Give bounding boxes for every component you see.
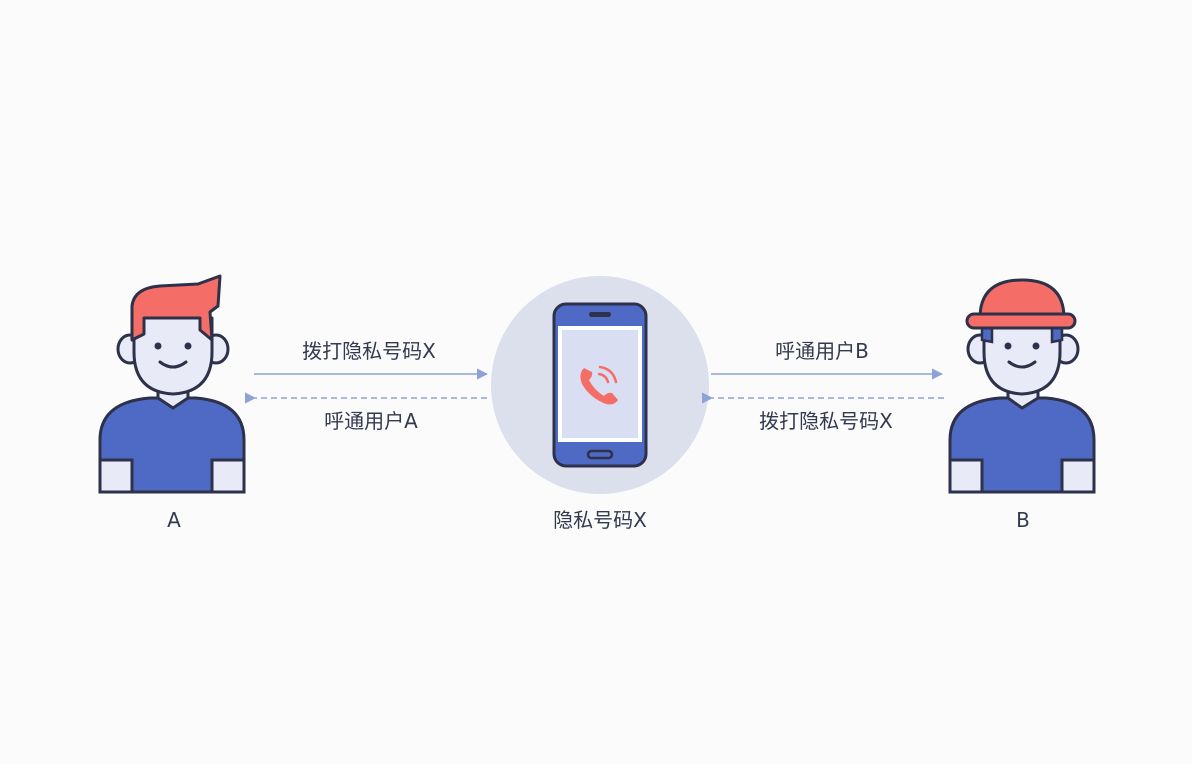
right-bottom-label: 拨打隐私号码X [759, 409, 893, 433]
person-a-label: A [167, 508, 181, 532]
person-b-label: B [1016, 508, 1030, 532]
phone-label: 隐私号码X [553, 508, 647, 532]
phone-call-icon [580, 365, 618, 405]
person-b-figure [948, 278, 1096, 494]
right-top-label: 呼通用户B [775, 339, 869, 363]
left-bottom-label: 呼通用户A [324, 409, 418, 433]
person-a-figure [98, 274, 246, 494]
left-top-label: 拨打隐私号码X [302, 339, 436, 363]
privacy-number-phone [491, 276, 709, 494]
